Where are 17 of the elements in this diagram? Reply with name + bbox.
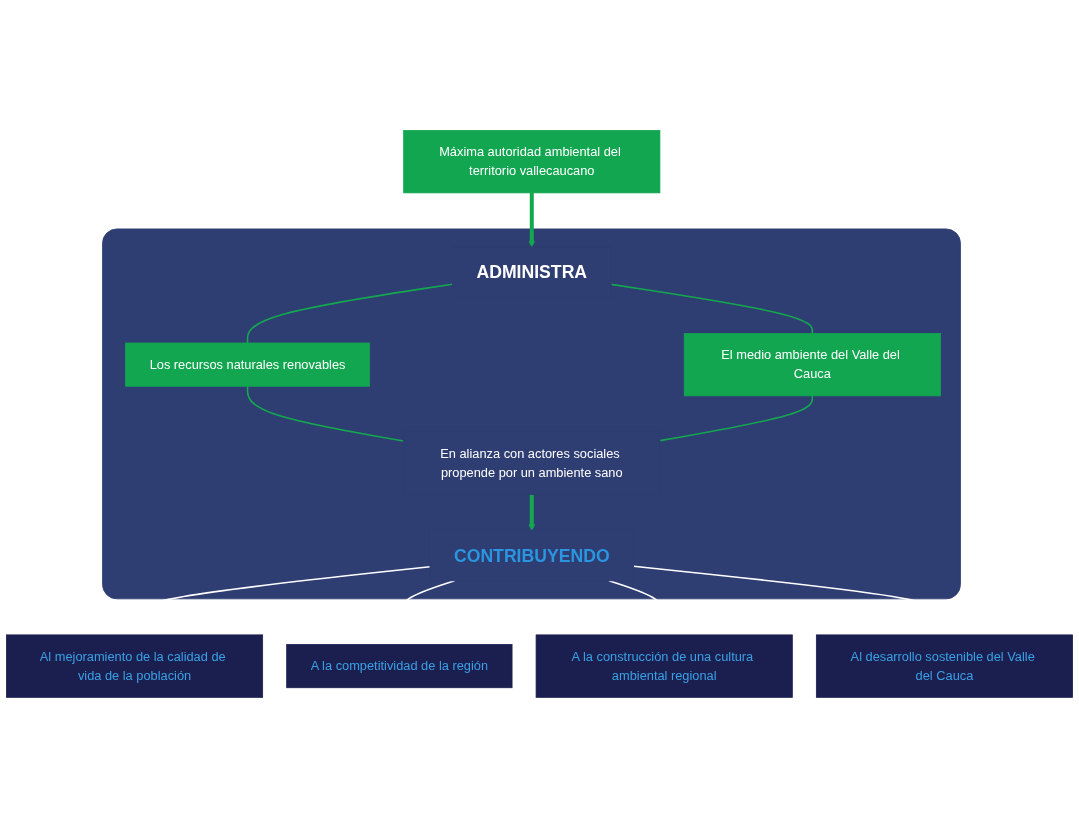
node-box: Máxima autoridad ambiental del territorio vallecaucano: [403, 130, 661, 194]
node-text: En alianza con actores sociales propende por un ambiente sano: [440, 446, 623, 480]
arrow: [528, 494, 536, 531]
node-text: ADMINISTRA: [476, 262, 588, 283]
connector: [610, 283, 814, 335]
arrow: [528, 193, 536, 248]
node-box: El medio ambiente del Valle del Cauca: [683, 333, 941, 397]
node-box: Al desarrollo sostenible del Valle del Cauca: [815, 634, 1073, 698]
node-box: Los recursos naturales renovables: [125, 342, 370, 387]
connector: [246, 283, 454, 344]
node-box: A la competitividad de la región: [286, 644, 513, 689]
node-text: CONTRIBUYENDO: [453, 545, 610, 566]
node-box: A la construcción de una cultura ambiental regional: [535, 634, 793, 698]
node-box: Al mejoramiento de la calidad de vida de la población: [6, 634, 264, 698]
connector: [246, 385, 405, 442]
connector: [659, 395, 814, 442]
cluster: [102, 228, 961, 600]
